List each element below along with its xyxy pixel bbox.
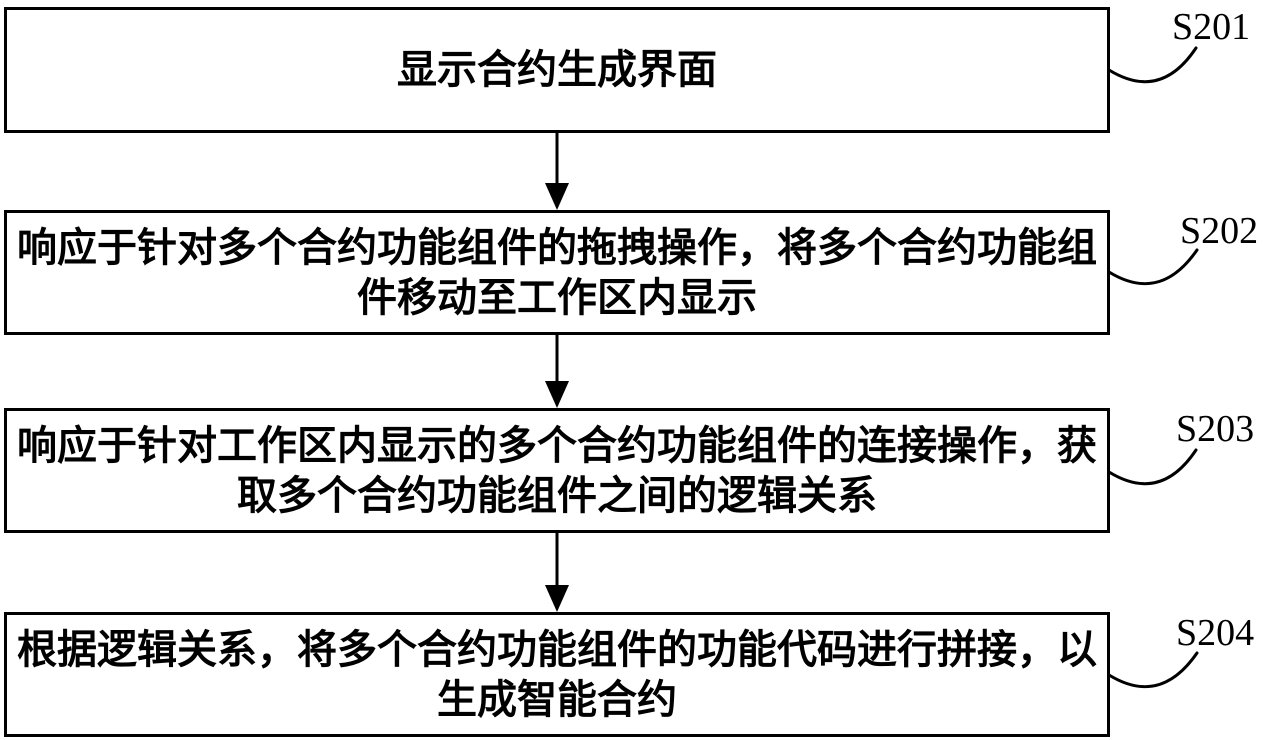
- step-label-s201: S201: [1172, 6, 1251, 48]
- step-box-s204: 根据逻辑关系，将多个合约功能组件的功能代码进行拼接，以 生成智能合约: [4, 612, 1110, 737]
- step-box-s202: 响应于针对多个合约功能组件的拖拽操作，将多个合约功能组 件移动至工作区内显示: [4, 210, 1110, 335]
- flow-arrow-2: [545, 335, 569, 408]
- leader-line-s203: [1107, 448, 1198, 486]
- step-text-line: 显示合约生成界面: [397, 47, 717, 92]
- step-box-s201: 显示合约生成界面: [4, 7, 1110, 133]
- step-text-line: 生成智能合约: [437, 676, 677, 722]
- step-text-line: 根据逻辑关系，将多个合约功能组件的功能代码进行拼接，以: [17, 626, 1097, 672]
- step-text-line: 响应于针对多个合约功能组件的拖拽操作，将多个合约功能组: [17, 224, 1097, 270]
- step-text-line: 响应于针对工作区内显示的多个合约功能组件的连接操作，获: [17, 422, 1097, 468]
- step-label-s204: S204: [1176, 612, 1255, 654]
- leader-line-s202: [1107, 248, 1199, 286]
- step-text-line: 件移动至工作区内显示: [357, 274, 757, 320]
- flow-arrow-3: [545, 533, 569, 612]
- flow-arrow-1: [545, 133, 569, 210]
- leader-line-s201: [1107, 46, 1198, 84]
- step-label-s202: S202: [1180, 210, 1259, 252]
- step-text-line: 取多个合约功能组件之间的逻辑关系: [237, 472, 877, 518]
- leader-line-s204: [1107, 651, 1199, 689]
- step-box-s203: 响应于针对工作区内显示的多个合约功能组件的连接操作，获 取多个合约功能组件之间的…: [4, 408, 1110, 533]
- step-label-s203: S203: [1176, 408, 1255, 450]
